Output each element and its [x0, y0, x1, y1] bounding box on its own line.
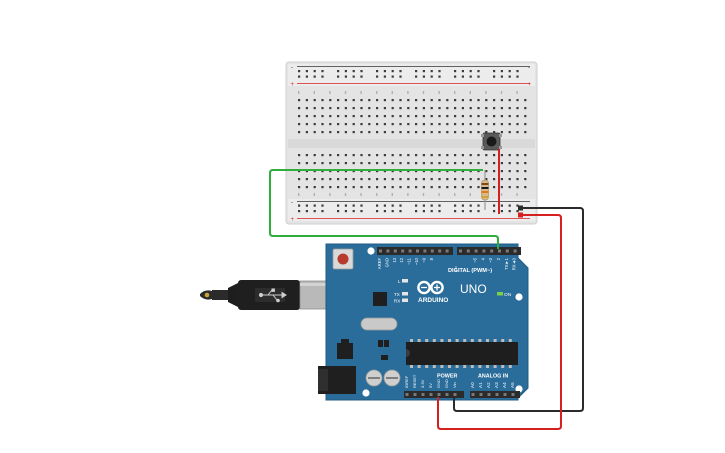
- top-power-rail: [288, 64, 535, 86]
- top-rail-minus-label: -: [291, 65, 293, 71]
- led-on: [497, 292, 503, 296]
- analog-pin-label: A0: [470, 382, 475, 388]
- logo-symbols: [421, 284, 440, 291]
- pushbutton-cap[interactable]: [486, 136, 497, 147]
- atmega-chip: [406, 339, 518, 368]
- voltage-regulator: [337, 343, 353, 359]
- led-l: [402, 279, 408, 283]
- power-label: POWER: [437, 374, 457, 380]
- wire-green-signal[interactable]: [269, 169, 499, 249]
- top-rail-minus-label-right: -: [528, 65, 530, 71]
- analog-pin-label: A5: [510, 382, 515, 388]
- analog-pin-label: A4: [502, 382, 507, 388]
- wire-endpoint: [518, 205, 523, 211]
- digital-pin-label: RX◄0: [512, 257, 517, 270]
- breadboard[interactable]: - + - + - +: [285, 61, 538, 225]
- led-l-label: L: [398, 279, 401, 284]
- bottom-rail-plus-label: +: [291, 217, 295, 223]
- bottom-rail-minus-label: -: [291, 200, 293, 206]
- digital-pin-label: TX►1: [504, 257, 509, 269]
- capacitor: [365, 369, 383, 387]
- power-pin-label: RESET: [412, 374, 417, 388]
- digital-pin-label: 2: [496, 257, 501, 260]
- analog-pin-label: A2: [486, 382, 491, 388]
- digital-pin-label: 12: [399, 257, 404, 262]
- reset-button[interactable]: [332, 248, 354, 270]
- wire-black-ground[interactable]: [453, 207, 584, 412]
- pushbutton[interactable]: [481, 132, 502, 151]
- capacitor: [383, 369, 401, 387]
- top-rail-plus-label-right: +: [528, 82, 532, 88]
- digital-pin-label: ~11: [407, 257, 412, 264]
- led-tx-label: TX: [394, 292, 400, 297]
- power-pin-label: Vin: [452, 382, 457, 388]
- power-pin-label: GND: [436, 379, 441, 388]
- power-header[interactable]: [404, 391, 464, 398]
- led-rx-label: RX: [394, 299, 400, 304]
- digital-pin-label: 13: [392, 257, 397, 262]
- model-label: UNO: [460, 282, 487, 296]
- center-channel: [288, 139, 535, 148]
- breadboard-holes[interactable]: [298, 70, 527, 213]
- digital-pin-label: 8: [429, 257, 434, 260]
- brand-label: ARDUINO: [418, 297, 448, 304]
- bottom-power-rail: [288, 199, 535, 221]
- analog-pin-label: A3: [494, 382, 499, 388]
- top-rail-plus-label: +: [291, 82, 295, 88]
- digital-label: DIGITAL (PWM~): [448, 268, 492, 274]
- power-pin-label: GND: [444, 379, 449, 388]
- analog-header[interactable]: [470, 391, 520, 398]
- led-tx: [402, 292, 408, 296]
- led-rx: [402, 298, 408, 302]
- wire-red-power[interactable]: [437, 214, 562, 430]
- digital-pin-label: AREF: [377, 258, 382, 270]
- arduino-logo-icon: [417, 280, 444, 295]
- mounting-hole: [367, 247, 375, 255]
- power-pin-label: 5V: [428, 383, 433, 388]
- power-pin-label: 3.3V: [420, 379, 425, 388]
- dc-power-jack: [318, 366, 356, 394]
- digital-pin-label: ~9: [421, 257, 426, 262]
- digital-pin-label: GND: [384, 258, 389, 267]
- resistor[interactable]: [481, 170, 489, 210]
- digital-pin-label: ~10: [414, 257, 419, 265]
- mounting-hole: [362, 389, 370, 397]
- usb-chip: [373, 292, 387, 306]
- power-pin-label: IOREF: [404, 375, 409, 388]
- analog-label: ANALOG IN: [478, 374, 508, 380]
- digital-header[interactable]: [377, 247, 521, 255]
- mounting-hole: [515, 385, 523, 393]
- crystal-oscillator: [360, 317, 398, 331]
- digital-pin-label: ~5: [473, 257, 478, 262]
- analog-pin-label: A1: [478, 382, 483, 388]
- led-on-label: ON: [504, 292, 512, 298]
- mounting-hole: [515, 293, 523, 301]
- usb-cable[interactable]: [200, 280, 343, 310]
- digital-pin-label: ~3: [488, 257, 493, 262]
- usb-symbol-icon: [258, 288, 287, 303]
- digital-pin-label: 4: [480, 257, 485, 260]
- wire-endpoint: [518, 212, 523, 218]
